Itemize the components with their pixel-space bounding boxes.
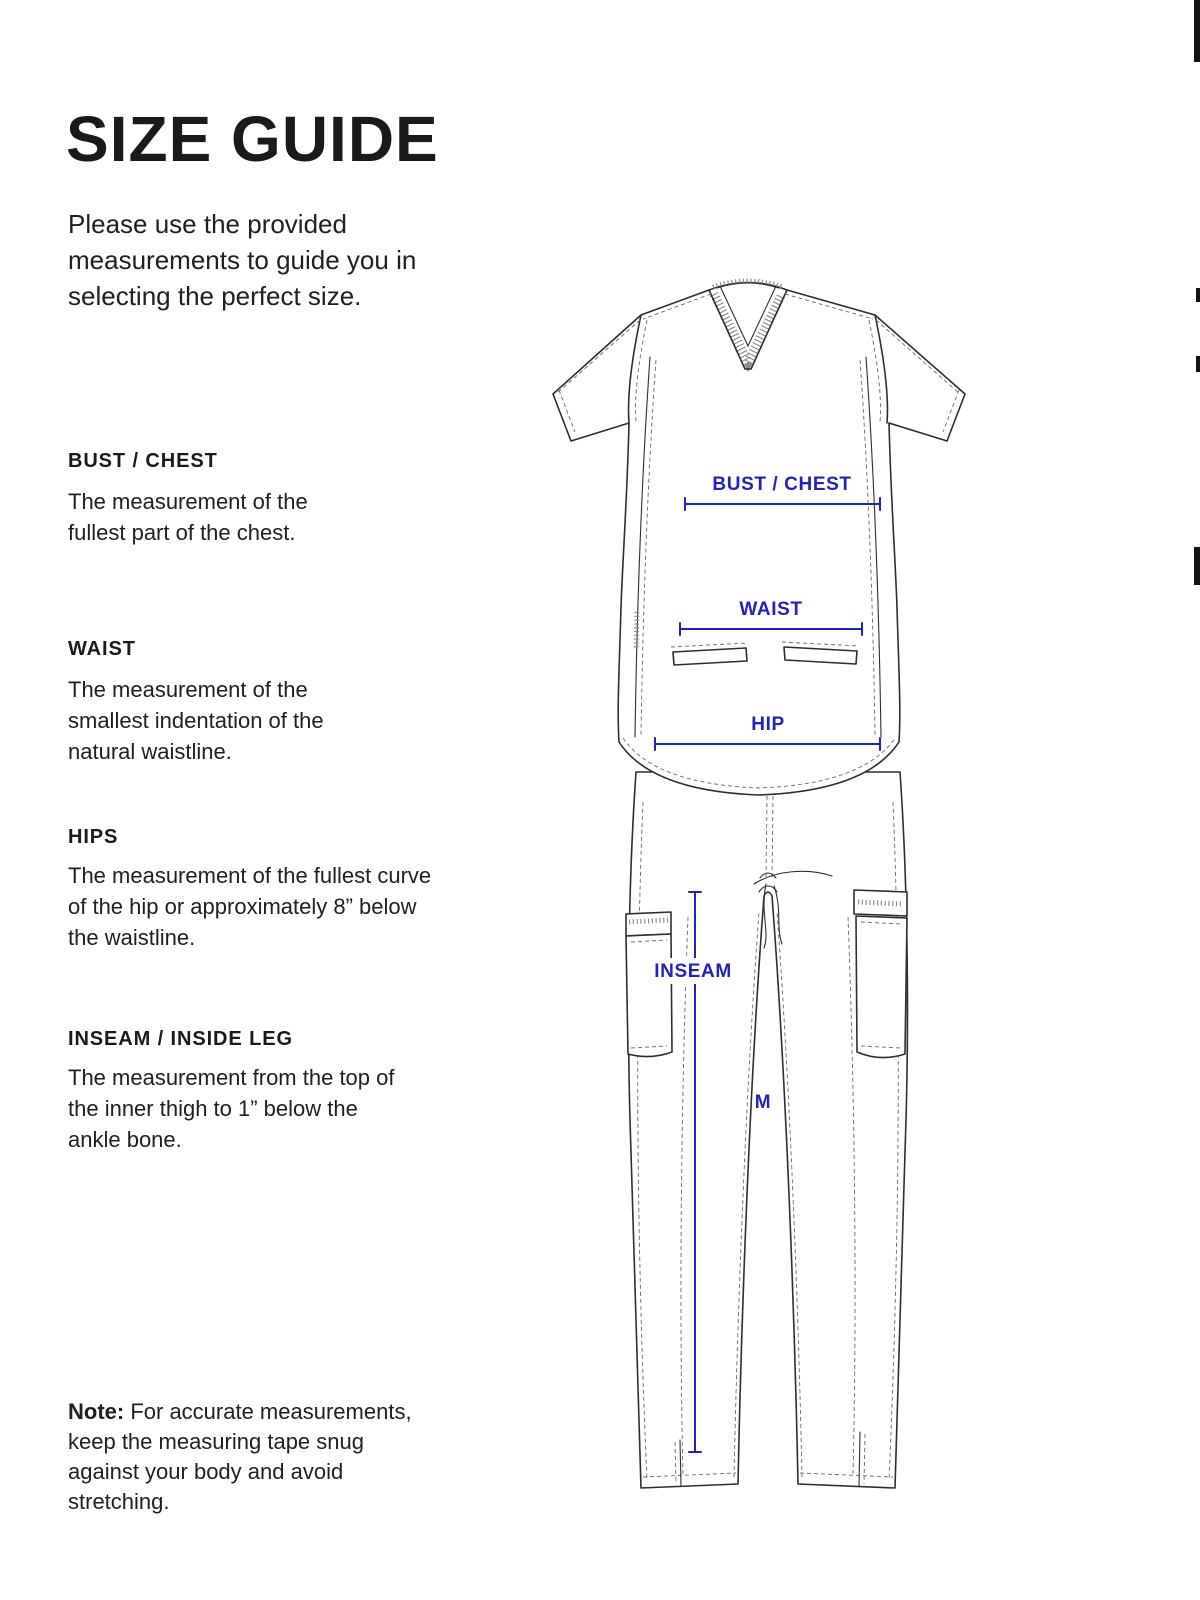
cargo-pocket-left [625, 911, 673, 1058]
note-text: Note: For accurate measurements, keep th… [68, 1397, 413, 1517]
section-body-waist: The measurement of the smallest indentat… [68, 677, 324, 764]
section-body-bust: The measurement of the fullest part of t… [68, 489, 308, 545]
measurement-annotations: BUST / CHEST WAIST HIP INSEAM M [648, 474, 881, 1453]
page-title: SIZE GUIDE [66, 102, 439, 175]
welt-pocket-right [781, 641, 860, 665]
diagram-label-hip: HIP [751, 714, 784, 735]
screen-edge-artifact [1196, 288, 1200, 302]
welt-pocket-left [670, 642, 749, 666]
scrub-top-drawing [552, 278, 966, 796]
section-body-hips: The measurement of the fullest curve of … [68, 863, 432, 950]
diagram-label-bust: BUST / CHEST [712, 474, 851, 495]
size-diagram: BUST / CHEST WAIST HIP INSEAM M [552, 278, 966, 1489]
section-heading-bust: BUST / CHEST [68, 450, 218, 472]
cargo-pocket-right [853, 889, 908, 1059]
section-heading-waist: WAIST [68, 638, 136, 660]
note-label: Note: [68, 1399, 125, 1424]
diagram-label-inseam: INSEAM [654, 961, 732, 982]
screen-edge-artifact [1194, 547, 1200, 585]
drawstring [753, 870, 833, 885]
v-neck-collar [708, 278, 788, 373]
screen-edge-artifact [1196, 356, 1200, 372]
pants-drawing [625, 771, 909, 1489]
intro-text: Please use the provided measurements to … [68, 209, 417, 311]
section-heading-inseam: INSEAM / INSIDE LEG [68, 1028, 293, 1050]
inseam-label-backing [648, 958, 740, 984]
diagram-label-waist: WAIST [739, 599, 802, 620]
section-heading-hips: HIPS [68, 826, 119, 848]
section-body-inseam: The measurement from the top of the inne… [68, 1065, 395, 1152]
note-body: For accurate measurements, keep the meas… [68, 1399, 412, 1514]
diagram-size-marker: M [755, 1092, 771, 1113]
screen-edge-artifact [1194, 0, 1200, 62]
